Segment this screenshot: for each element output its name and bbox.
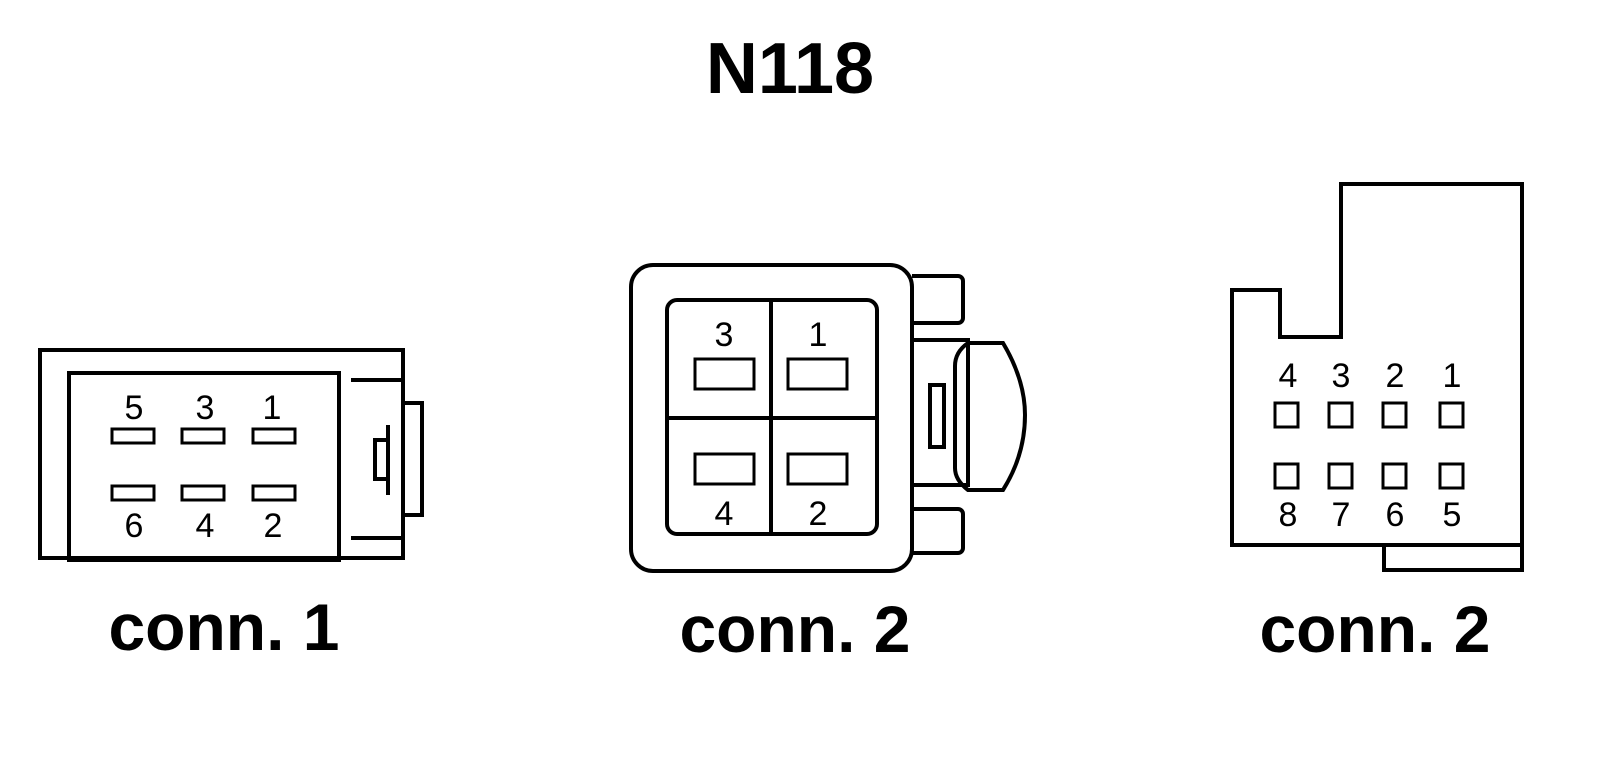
pin-slot (1327, 401, 1354, 429)
pin-slot (1273, 462, 1300, 490)
connector-2-square-pin-numbers: 3 1 4 2 (715, 316, 828, 533)
connector-1-latch-tab (373, 438, 388, 481)
connector-1-pin-numbers: 5 3 1 6 4 2 (125, 389, 283, 545)
pin-slot (251, 484, 297, 502)
pin-number: 4 (196, 507, 215, 545)
connector-2-eight-pin-housing (1230, 182, 1524, 572)
pin-slot (1381, 401, 1408, 429)
pin-number: 1 (263, 389, 282, 427)
pin-number: 3 (715, 316, 734, 354)
pin-slot (1273, 401, 1300, 429)
connector-2-square-top-tab (912, 274, 965, 325)
pin-slot (110, 484, 156, 502)
connector-2-square-latch-cap (953, 341, 1028, 492)
pin-number: 6 (1386, 496, 1405, 534)
connector-2-eight-pin-pin-numbers: 4 3 2 1 8 7 6 5 (1279, 357, 1462, 534)
pin-number: 4 (1279, 357, 1298, 395)
connector-2-square-label: conn. 2 (679, 592, 910, 666)
pin-number: 2 (1386, 357, 1405, 395)
connector-2-eight-pin-label: conn. 2 (1259, 592, 1490, 666)
pin-number: 5 (125, 389, 144, 427)
pin-number: 3 (196, 389, 215, 427)
pin-slot (693, 357, 756, 391)
connector-2-square (629, 263, 1028, 573)
pin-slot (1327, 462, 1354, 490)
connector-2-eight-pin (1230, 182, 1524, 572)
connector-1-inner-frame (67, 371, 341, 562)
pin-slot (786, 357, 849, 391)
pin-number: 5 (1443, 496, 1462, 534)
connector-1 (38, 348, 424, 562)
pin-slot (110, 427, 156, 445)
pin-number: 2 (809, 495, 828, 533)
connector-1-label: conn. 1 (108, 590, 339, 664)
connector-2-eight-pin-pin-slots (1273, 401, 1465, 490)
connector-1-latch (351, 378, 424, 540)
pin-number: 1 (809, 316, 828, 354)
pin-slot (180, 427, 226, 445)
pin-number: 4 (715, 495, 734, 533)
pin-number: 2 (264, 507, 283, 545)
pin-slot (251, 427, 297, 445)
pin-number: 7 (1332, 496, 1351, 534)
pin-slot (693, 452, 756, 486)
connector-1-pin-slots (110, 427, 297, 502)
pin-slot (180, 484, 226, 502)
pin-slot (1438, 462, 1465, 490)
diagram-title: N118 (706, 29, 874, 109)
pin-number: 1 (1443, 357, 1462, 395)
pin-slot (1381, 462, 1408, 490)
connector-2-square-pin-slots (693, 357, 849, 486)
pin-slot (1438, 401, 1465, 429)
connector-2-square-bottom-tab (912, 507, 965, 555)
connector-2-square-housing (629, 263, 914, 573)
pin-number: 8 (1279, 496, 1298, 534)
pin-number: 3 (1332, 357, 1351, 395)
pin-slot (786, 452, 849, 486)
pin-number: 6 (125, 507, 144, 545)
connector-2-square-latch-body (912, 338, 970, 487)
connector-1-housing (38, 348, 405, 560)
connector-2-square-latch-window (928, 383, 946, 449)
